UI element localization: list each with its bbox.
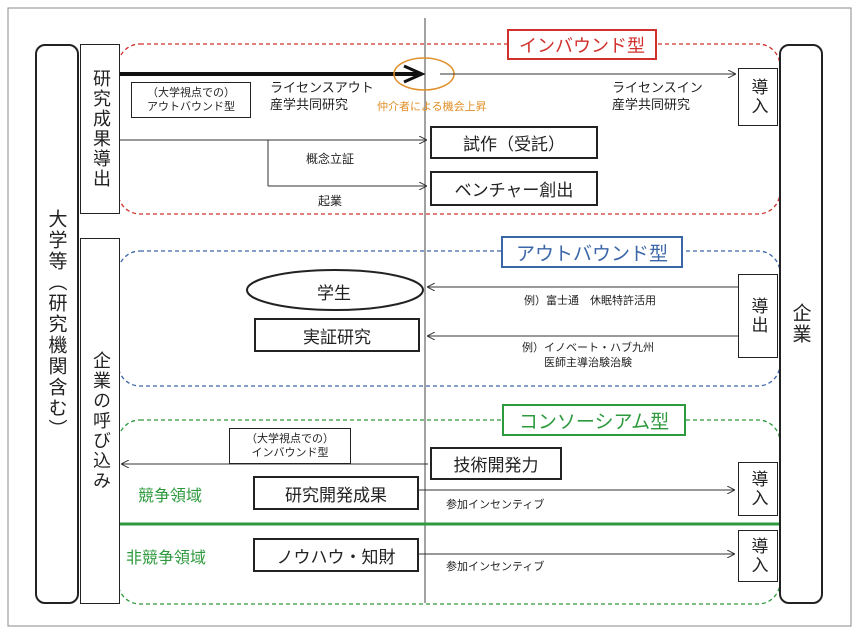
univ-inbound-note-2: インバウンド型: [251, 446, 329, 459]
inbound-title: インバウンド型: [507, 29, 657, 60]
export-box: 導出: [738, 274, 778, 358]
license-out-line2: 産学共同研究: [270, 98, 349, 113]
inbound-title-text: インバウンド型: [519, 35, 645, 57]
univ-inbound-note-1: （大学視点での）: [246, 432, 334, 445]
student-ellipse: [246, 269, 424, 311]
example-fujitsu: 例）富士通 休眠特許活用: [524, 294, 656, 307]
introduce-box-3: 導入: [738, 530, 778, 582]
broker-text: 仲介者による機会上昇: [377, 100, 487, 113]
example-innovate-2: 医師主導治験治験: [544, 356, 632, 369]
license-out-text: ライセンスアウト 産学共同研究: [270, 80, 374, 114]
export-label: 導出: [747, 297, 768, 335]
university-label: 大学等（研究機関含む）: [45, 208, 68, 440]
introduce-label-2: 導入: [747, 470, 768, 508]
introduce-label-3: 導入: [747, 537, 768, 575]
consortium-title: コンソーシアム型: [502, 404, 686, 436]
research-output-box: 研究成果導出: [80, 44, 120, 214]
student-label: 学生: [317, 284, 351, 304]
venture-text: ベンチャー創出: [454, 181, 574, 201]
noncompetitive-label: 非競争領域: [126, 548, 207, 567]
univ-outbound-note-1: （大学視点での）: [147, 86, 235, 99]
univ-inbound-note: （大学視点での） インバウンド型: [229, 428, 351, 464]
company-invite-label: 企業の呼び込み: [90, 351, 111, 491]
license-in-text: ライセンスイン 産学共同研究: [612, 80, 703, 114]
incentive-label-2: 参加インセンティブ: [446, 560, 545, 573]
company-column: 企業: [779, 44, 823, 604]
prototype-text: 試作（受託）: [463, 135, 565, 155]
outbound-title-text: アウトバウンド型: [515, 242, 668, 265]
outbound-region: [117, 250, 781, 387]
knowhow-text: ノウハウ・知財: [276, 547, 396, 568]
consortium-title-text: コンソーシアム型: [518, 410, 670, 433]
tech-text: 技術開発力: [453, 456, 539, 476]
demo-box: 実証研究: [254, 318, 420, 352]
poc-label: 概念立証: [306, 152, 355, 166]
venture-box: ベンチャー創出: [430, 171, 598, 206]
tech-box: 技術開発力: [430, 447, 562, 480]
prototype-box: 試作（受託）: [430, 126, 598, 159]
university-column: 大学等（研究機関含む）: [35, 44, 79, 604]
introduce-box-2: 導入: [738, 462, 778, 516]
company-invite-box: 企業の呼び込み: [80, 238, 120, 604]
outbound-title: アウトバウンド型: [501, 236, 683, 268]
results-box: 研究開発成果: [253, 476, 419, 510]
example-innovate: 例）イノベート・ハブ九州 医師主導治験治験: [522, 340, 654, 370]
startup-label: 起業: [318, 194, 343, 208]
knowhow-box: ノウハウ・知財: [253, 538, 419, 572]
introduce-label-1: 導入: [747, 78, 768, 116]
license-in-line1: ライセンスイン: [612, 81, 703, 96]
univ-outbound-note-2: アウトバウンド型: [147, 100, 235, 113]
license-in-line2: 産学共同研究: [612, 98, 691, 113]
company-label: 企業: [789, 303, 812, 345]
example-innovate-1: 例）イノベート・ハブ九州: [522, 341, 654, 354]
research-output-label: 研究成果導出: [90, 69, 111, 189]
license-out-line1: ライセンスアウト: [270, 81, 374, 96]
competitive-label: 競争領域: [138, 486, 203, 505]
results-text: 研究開発成果: [285, 485, 387, 506]
incentive-label-1: 参加インセンティブ: [446, 498, 545, 511]
univ-outbound-note: （大学視点での） アウトバウンド型: [131, 82, 251, 118]
demo-text: 実証研究: [303, 327, 371, 348]
introduce-box-1: 導入: [738, 68, 778, 126]
